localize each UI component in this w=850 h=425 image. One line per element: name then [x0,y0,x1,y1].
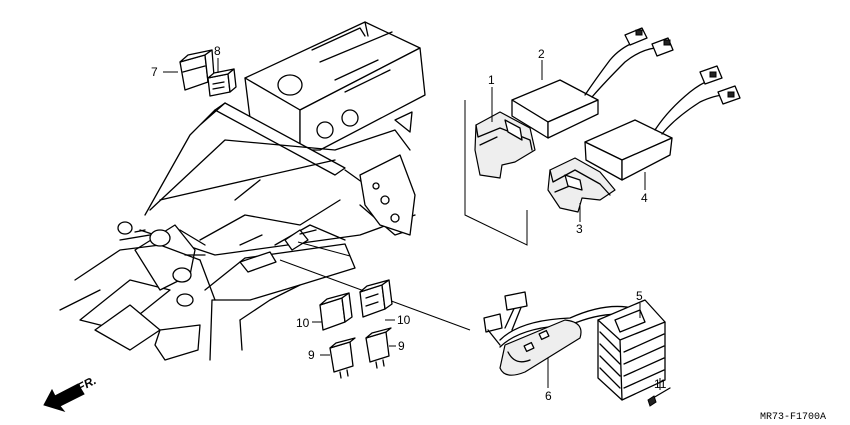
rubber-mount-part-3 [547,157,616,222]
control-unit-part-2 [511,27,674,139]
regulator-rectifier-part-5 [483,291,666,401]
callout-4: 4 [641,191,648,205]
callout-10-right: 10 [397,313,411,327]
control-unit-part-4 [584,65,741,190]
relay-part-9-right [365,327,396,369]
callout-2: 2 [538,47,545,61]
callout-1: 1 [488,73,495,87]
callout-9-left: 9 [308,348,315,362]
relay-part-10-left [312,292,353,331]
connector-part-8 [207,58,237,97]
relay-part-7 [163,49,215,91]
bolt-part-11 [647,378,671,407]
callout-11: 11 [654,377,667,391]
harness-cover-part-6 [499,319,582,388]
rubber-mount-part-1 [474,87,536,179]
callout-3: 3 [576,222,583,236]
relay-part-10-right [359,279,395,321]
callout-8: 8 [214,44,221,58]
callout-10-left: 10 [296,316,310,330]
callout-5: 5 [636,289,643,303]
callout-6: 6 [545,389,552,403]
group-bracket [464,100,528,246]
front-direction-arrow-icon [43,383,85,412]
rear-frame [59,21,426,361]
callout-7: 7 [151,65,158,79]
callout-9-right: 9 [398,339,405,353]
figure-code: MR73-F1700A [760,412,826,423]
relay-part-9-left [320,337,356,379]
